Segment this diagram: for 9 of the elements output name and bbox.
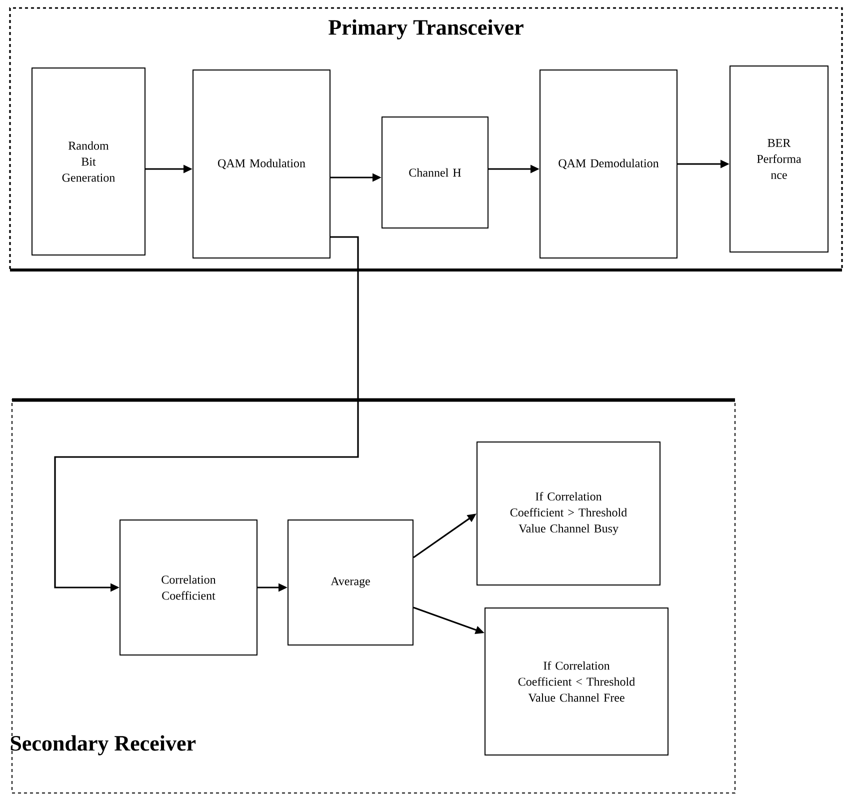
process-box: Average xyxy=(288,520,414,646)
process-box: QAM Demodulation xyxy=(540,70,678,258)
process-box: Channel H xyxy=(382,116,488,228)
process-box: QAM Modulation xyxy=(192,70,330,258)
process-box: Correlation Coefficient xyxy=(120,520,258,656)
process-box: Random Bit Generation xyxy=(32,68,146,256)
process-box: If Correlation Coefficient < Threshold Value Channel Free xyxy=(484,608,668,756)
process-box: If Correlation Coefficient > Threshold Value Channel Busy xyxy=(476,442,660,586)
process-box: BER Performa nce xyxy=(730,66,829,252)
